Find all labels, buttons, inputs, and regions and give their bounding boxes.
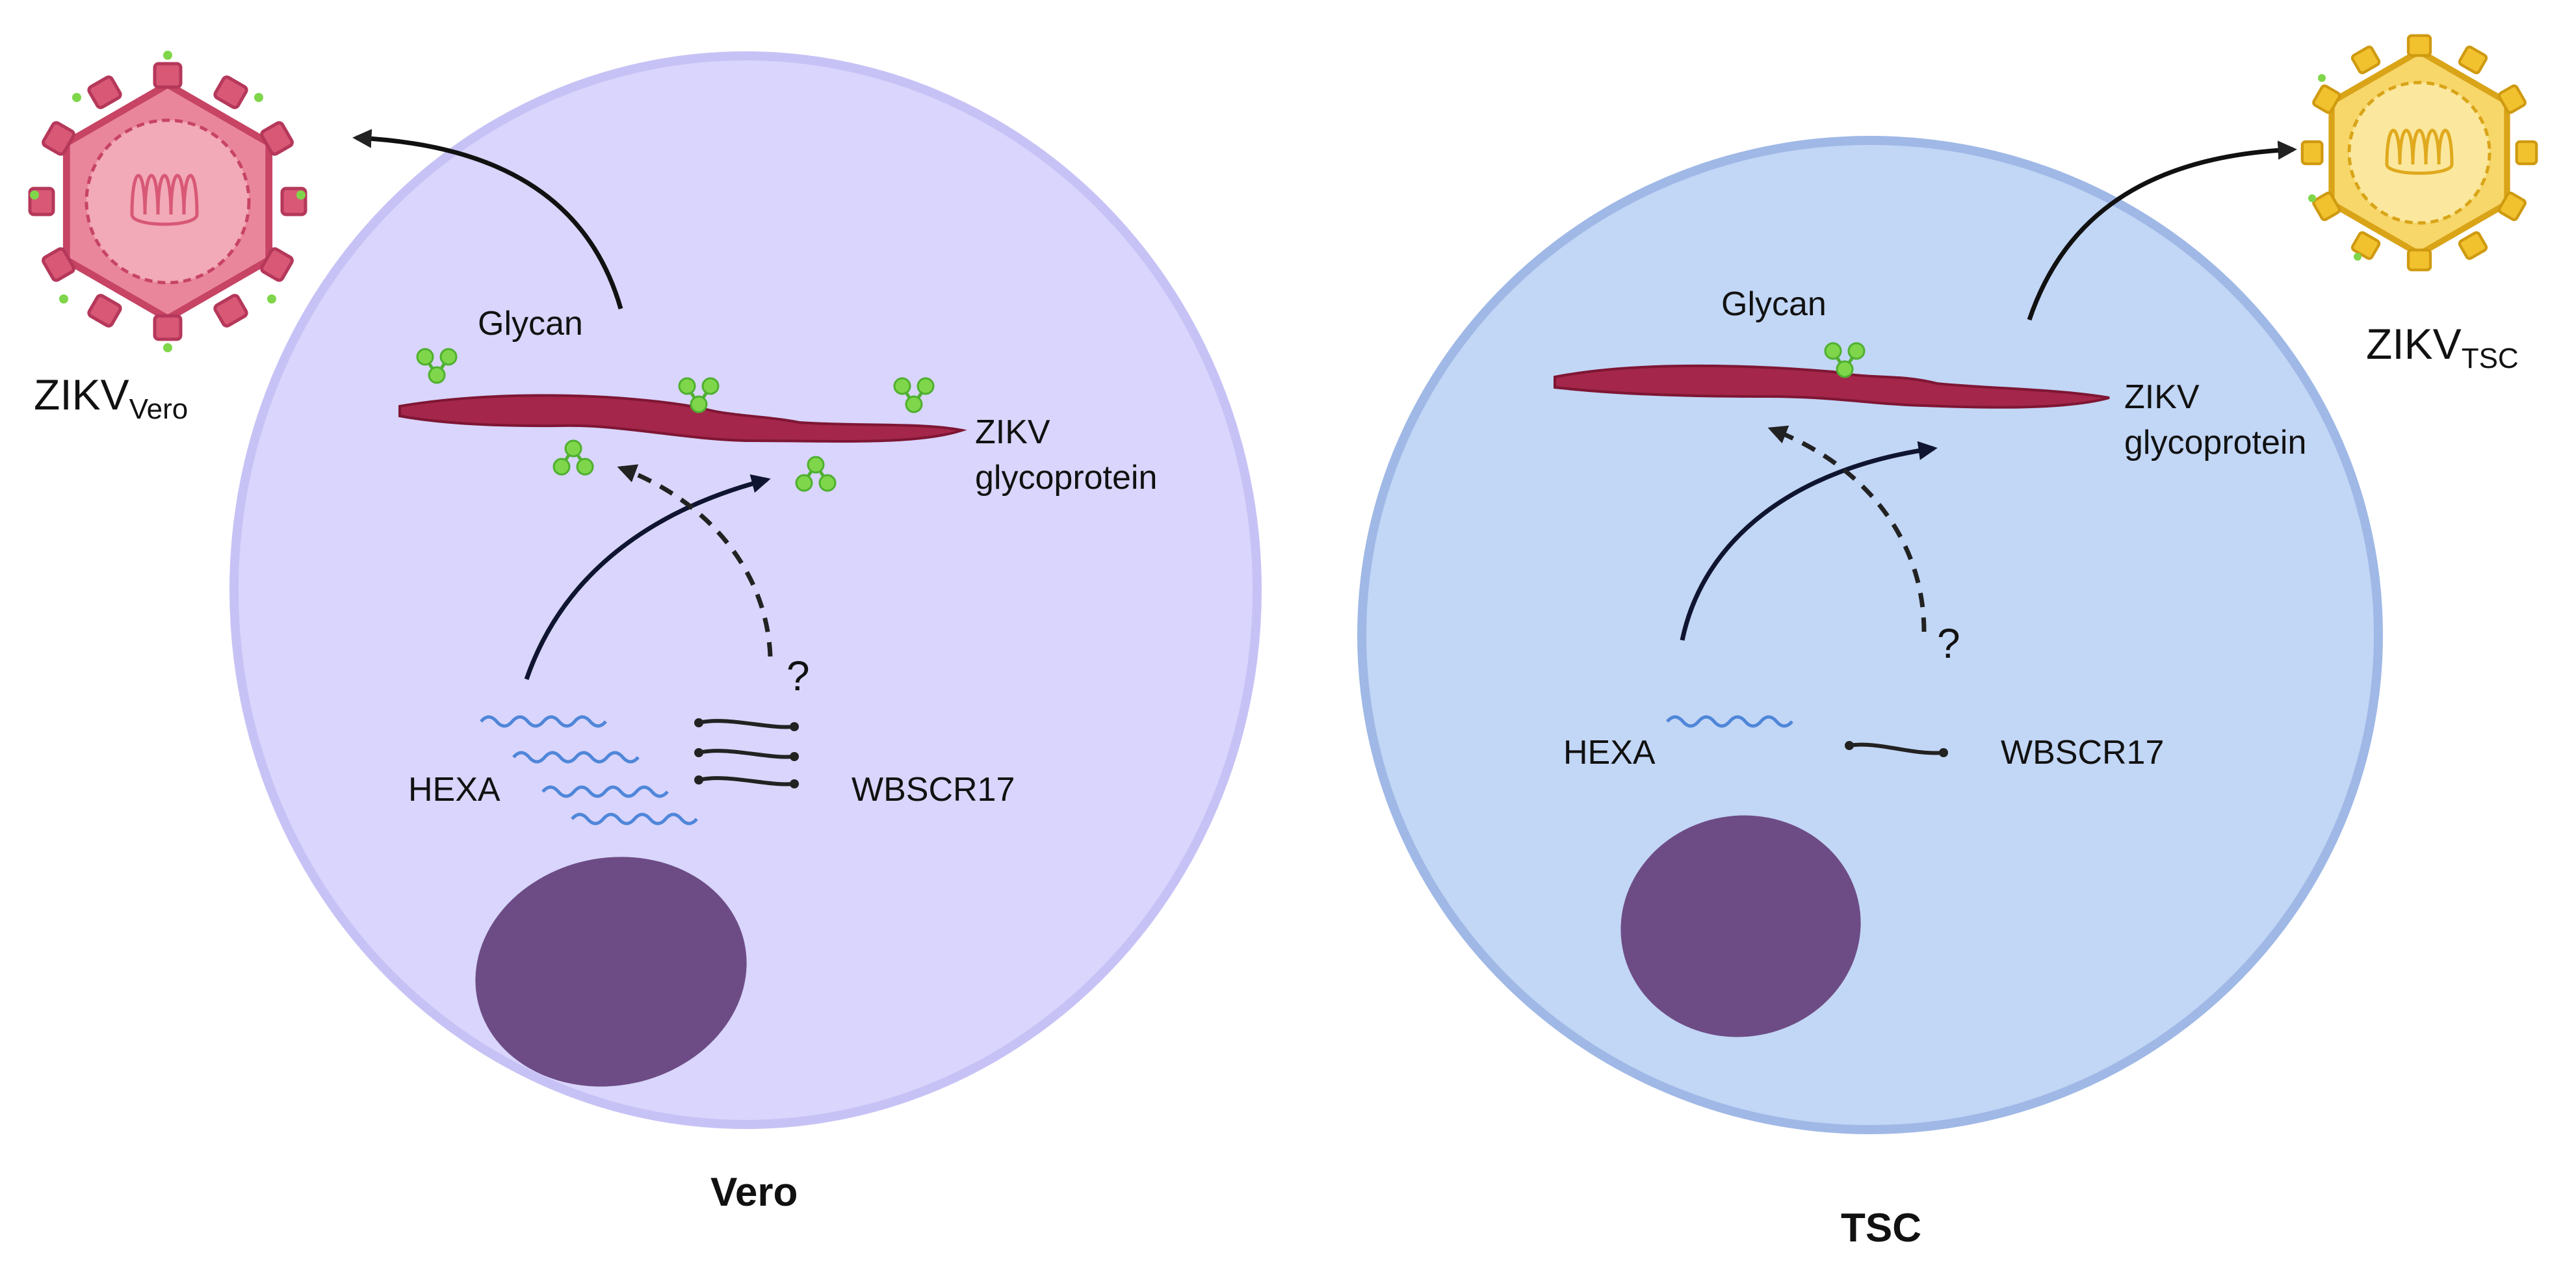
- tsc-cell-panel: Glycan ZIKV glycoprotein HEXA WBSCR17 ? …: [1357, 136, 2383, 1251]
- tsc-question-mark: ?: [1937, 620, 1960, 667]
- vero-wbscr17-label: WBSCR17: [852, 771, 1015, 809]
- tsc-glycoprotein-label-2: glycoprotein: [2124, 424, 2306, 461]
- vero-glycoprotein: [398, 394, 967, 443]
- vero-question-mark: ?: [787, 653, 810, 699]
- tsc-virus-icon: [2300, 34, 2538, 272]
- vero-hexa-transcripts: [480, 715, 698, 825]
- tsc-hexa-transcript: [1666, 715, 1793, 728]
- vero-glycoprotein-label-2: glycoprotein: [975, 459, 1157, 497]
- vero-solid-arrow: [524, 474, 771, 681]
- vero-caption: Vero: [710, 1170, 798, 1215]
- vero-nucleus: [475, 857, 747, 1087]
- tsc-export-arrow: [2027, 140, 2297, 321]
- vero-cell: [229, 51, 1262, 1129]
- tsc-cell: [1357, 136, 2383, 1134]
- tsc-wbscr17-label: WBSCR17: [2001, 734, 2164, 772]
- tsc-dashed-arrow: [1767, 425, 1927, 632]
- tsc-glycan-label: Glycan: [1721, 285, 1827, 323]
- tsc-glycoprotein-label-1: ZIKV: [2124, 378, 2200, 416]
- vero-virus-icon: [28, 51, 307, 352]
- vero-wbscr17-transcripts: [698, 719, 795, 786]
- tsc-solid-arrow: [1680, 441, 1938, 641]
- vero-glycan-label: Glycan: [478, 305, 583, 343]
- tsc-nucleus: [1620, 815, 1861, 1037]
- vero-export-arrow: [352, 129, 623, 309]
- tsc-caption: TSC: [1841, 1206, 1921, 1251]
- tsc-glycoprotein: [1554, 364, 2110, 409]
- vero-hexa-label: HEXA: [408, 771, 501, 809]
- vero-glycoprotein-label-1: ZIKV: [975, 413, 1050, 451]
- vero-cell-panel: Glycan ZIKV glycoprotein HEXA WBSCR17 ? …: [229, 51, 1262, 1215]
- tsc-virus-label: ZIKVTSC: [2366, 320, 2519, 374]
- vero-virus-label: ZIKVVero: [34, 370, 188, 425]
- vero-wbscr17-ends: [694, 718, 799, 788]
- tsc-wbscr17-transcript: [1845, 741, 1948, 757]
- vero-dashed-arrow: [617, 464, 773, 657]
- tsc-hexa-label: HEXA: [1563, 734, 1656, 772]
